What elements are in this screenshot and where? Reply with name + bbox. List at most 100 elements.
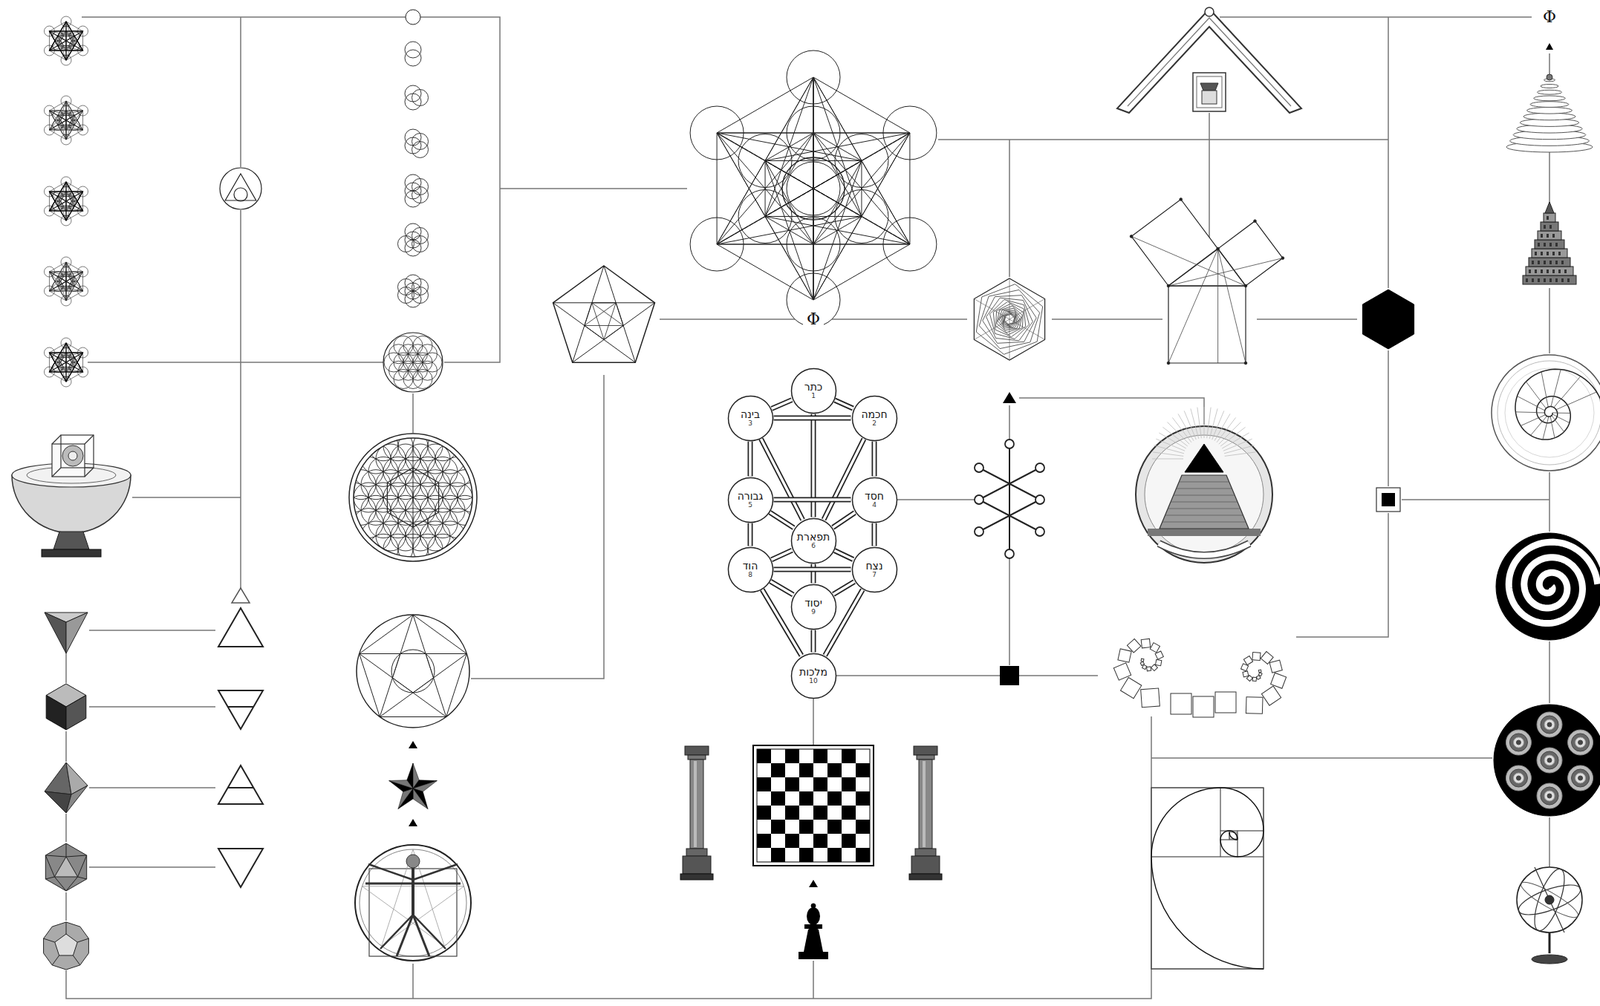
figure-part [716, 77, 814, 133]
figure-part [1159, 475, 1249, 529]
figure-part [1550, 416, 1552, 423]
figure-part [1218, 248, 1246, 364]
hexagon-spiral [973, 278, 1045, 361]
tree-path [832, 513, 855, 529]
figure-part [1005, 549, 1014, 559]
tree-path-line [872, 441, 878, 477]
figure-part [60, 435, 94, 468]
tree-path-line [834, 400, 854, 409]
tree-path-line [771, 400, 792, 410]
kepler-model [11, 435, 131, 558]
figure-part [716, 244, 814, 301]
figure-part [785, 777, 800, 792]
tree-path [834, 551, 853, 561]
figure-part [68, 451, 78, 461]
figure-part [49, 110, 83, 130]
circle-outline [851, 477, 897, 523]
figure-part [1168, 248, 1219, 364]
seed-of-life-icon [404, 85, 429, 110]
figure-part [66, 855, 87, 858]
octahedron [44, 762, 88, 814]
circle-outline [791, 584, 836, 630]
figure-part [49, 191, 67, 211]
figure-part [1540, 751, 1559, 770]
figure-part [362, 849, 465, 947]
figure-part [786, 161, 841, 216]
tree-path-line [748, 441, 754, 477]
figure-part [60, 124, 72, 136]
metatron-icon [43, 176, 88, 226]
figure-part [1113, 663, 1131, 681]
sephirah-number: 9 [811, 609, 816, 617]
figure-part [973, 278, 1045, 361]
figure-part [422, 352, 442, 373]
figure-part [1509, 733, 1528, 752]
chess-piece [798, 903, 829, 960]
figure-part [82, 271, 84, 292]
figure-part [1151, 788, 1264, 970]
figure-part [43, 938, 55, 943]
figure-part [82, 31, 84, 51]
figure-part [51, 435, 61, 445]
figure-part [1140, 658, 1144, 662]
arrow-triangle [231, 588, 250, 604]
figure-part [1515, 411, 1537, 413]
figure-part [1556, 416, 1570, 423]
circle-outline [791, 653, 836, 699]
pentagon-pentagram [553, 265, 656, 363]
figure-part [1542, 423, 1548, 440]
figure-part [1144, 435, 1264, 555]
figure-part [1523, 112, 1576, 121]
figure-part [1536, 783, 1563, 809]
fibonacci-squares [1113, 638, 1286, 718]
figure-part [218, 608, 263, 647]
figure-part [412, 445, 414, 550]
figure-part [1537, 242, 1540, 247]
figure-part [1546, 74, 1553, 81]
figure-part [1548, 932, 1551, 954]
framed-square [1376, 488, 1401, 512]
figure-part [365, 883, 461, 886]
figure-part [690, 759, 704, 850]
figure-part [397, 279, 414, 296]
figure-part [1546, 233, 1549, 238]
figure-part [1120, 677, 1141, 699]
figure-part [827, 820, 842, 835]
figure-part [1035, 527, 1045, 537]
figure-part [1168, 258, 1283, 286]
sephirah-name: כתר [804, 381, 824, 393]
figure-part [1515, 879, 1584, 922]
figure-part [1536, 748, 1563, 774]
figure-part [1166, 361, 1170, 365]
figure-part [52, 120, 64, 131]
figure-part [1244, 361, 1248, 365]
figure-part [49, 181, 84, 211]
figure-part [1546, 251, 1549, 256]
figure-part [53, 531, 90, 550]
dodecahedron [43, 922, 90, 971]
figure-part [1192, 696, 1214, 718]
figure-part [765, 77, 814, 217]
figure-part [841, 777, 856, 792]
figure-part [49, 352, 50, 373]
tree-path [874, 523, 876, 547]
seed-of-life-icon [397, 223, 428, 257]
figure-part [913, 746, 938, 756]
figure-part [813, 777, 828, 792]
figure-part [359, 615, 468, 718]
figure-part [1244, 284, 1248, 288]
figure-part [82, 191, 84, 211]
figure-part [1493, 704, 1600, 817]
figure-part [49, 21, 84, 51]
figure-part [1543, 225, 1546, 229]
figure-part [41, 549, 102, 558]
tree-path-line [769, 512, 794, 529]
figure-part [1544, 755, 1555, 766]
figure-part [387, 467, 439, 528]
figure-part [396, 915, 413, 957]
sephirah-number: 5 [748, 502, 753, 510]
figure-part [1505, 765, 1531, 792]
figure-part [49, 352, 83, 373]
figure-part [43, 124, 55, 136]
figure-part [716, 132, 910, 134]
